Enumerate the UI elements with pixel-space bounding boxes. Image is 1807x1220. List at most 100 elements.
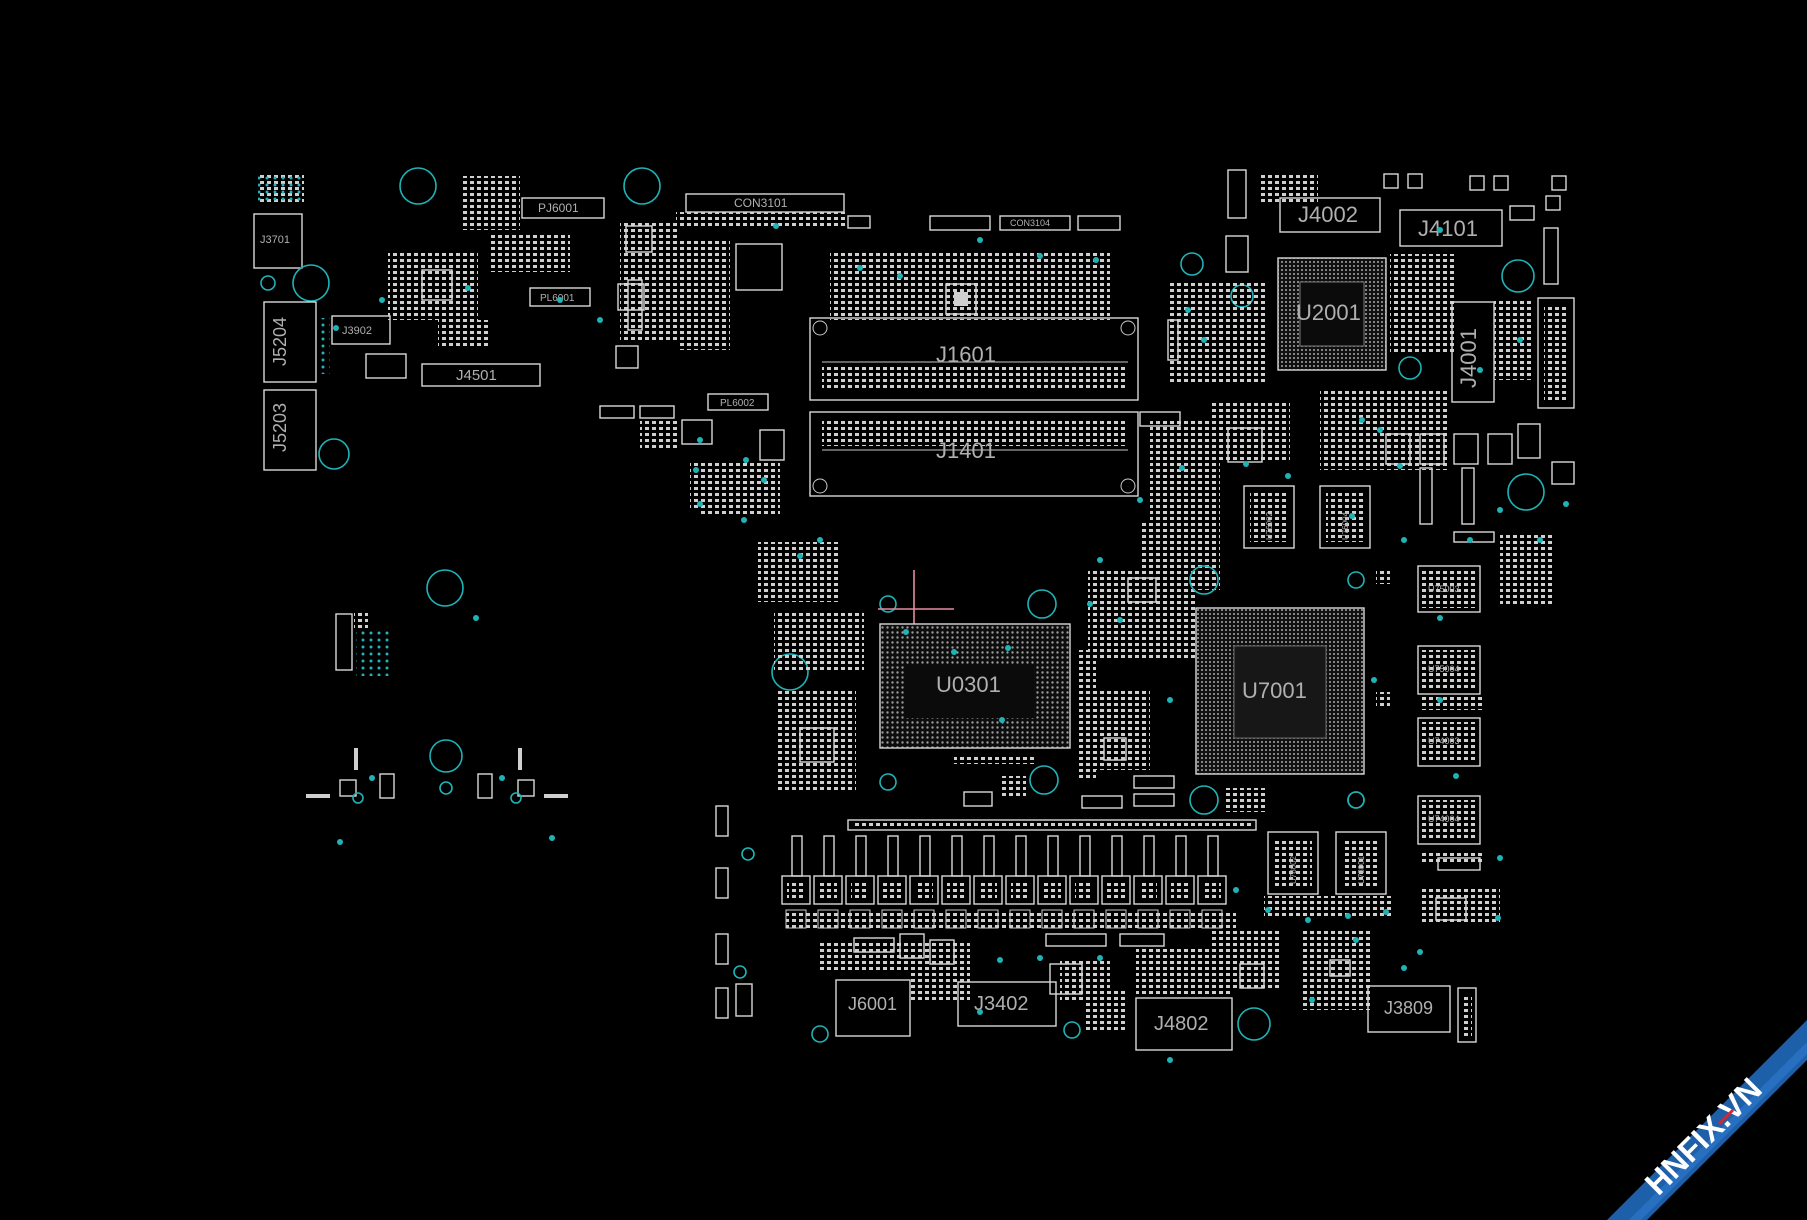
vrm-inductor[interactable] bbox=[781, 875, 811, 905]
via-dot bbox=[1401, 537, 1407, 543]
via-dot bbox=[1495, 915, 1501, 921]
via-dot bbox=[1377, 427, 1383, 433]
via-dot bbox=[1417, 949, 1423, 955]
inductor-PL6001[interactable] bbox=[529, 287, 591, 307]
vrm-inductor[interactable] bbox=[877, 875, 907, 905]
chip-U75004[interactable] bbox=[1417, 645, 1481, 695]
vrm-capacitor bbox=[1143, 835, 1155, 877]
via-dot bbox=[1563, 501, 1569, 507]
connector-J4802[interactable] bbox=[1135, 997, 1233, 1051]
chip-U76002[interactable] bbox=[1243, 485, 1295, 549]
connector-J3902[interactable] bbox=[331, 315, 391, 345]
vrm-capacitor bbox=[1111, 835, 1123, 877]
chip-U76004[interactable] bbox=[1319, 485, 1371, 549]
vrm-capacitor bbox=[1175, 835, 1187, 877]
via-dot bbox=[741, 517, 747, 523]
label-J3902: J3902 bbox=[342, 325, 372, 337]
via-dot bbox=[1371, 677, 1377, 683]
vrm-inductor[interactable] bbox=[973, 875, 1003, 905]
vrm-capacitor bbox=[951, 835, 963, 877]
inductor-PL6002[interactable] bbox=[707, 393, 769, 411]
vrm-inductor-pad bbox=[1139, 881, 1157, 899]
watermark-text: HNFIX.VN bbox=[1638, 1071, 1769, 1202]
slot-J1401[interactable] bbox=[809, 411, 1139, 497]
connector-J4501[interactable] bbox=[421, 363, 541, 387]
label-U74004: U74004 bbox=[1428, 814, 1460, 824]
bottom-region: U78002 U78001 J6001 J3402 J4802 bbox=[715, 791, 1477, 1051]
via-dot bbox=[951, 649, 957, 655]
via-dot bbox=[1243, 461, 1249, 467]
vrm-inductor-pad bbox=[1043, 881, 1061, 899]
via-dot bbox=[333, 325, 339, 331]
connector-J5204[interactable] bbox=[263, 301, 317, 383]
via-dot bbox=[773, 223, 779, 229]
via-dot bbox=[1265, 907, 1271, 913]
vrm-inductor[interactable] bbox=[1005, 875, 1035, 905]
vrm-inductor-pad bbox=[1203, 881, 1221, 899]
connector-J4101[interactable] bbox=[1399, 209, 1503, 247]
via-dot bbox=[897, 273, 903, 279]
via-dot bbox=[379, 297, 385, 303]
via-dot bbox=[1233, 887, 1239, 893]
vrm-inductor[interactable] bbox=[813, 875, 843, 905]
via-dot bbox=[903, 629, 909, 635]
vrm-inductor[interactable] bbox=[1069, 875, 1099, 905]
chip-U78001[interactable] bbox=[1335, 831, 1387, 895]
label-U7001: U7001 bbox=[1242, 678, 1307, 703]
slot-J1601[interactable] bbox=[809, 317, 1139, 401]
via-dot bbox=[1037, 955, 1043, 961]
vrm-inductor[interactable] bbox=[941, 875, 971, 905]
label-J1601: J1601 bbox=[936, 342, 996, 367]
connector-J3701[interactable] bbox=[253, 213, 303, 269]
connector-J6001[interactable] bbox=[835, 979, 911, 1037]
label-CON3101: CON3101 bbox=[734, 196, 788, 210]
chip-U74004[interactable] bbox=[1417, 795, 1481, 845]
via-dot bbox=[697, 437, 703, 443]
vrm-inductor-pad bbox=[787, 881, 805, 899]
vrm-inductor-pad bbox=[947, 881, 965, 899]
connector-J3809[interactable] bbox=[1367, 985, 1451, 1033]
vrm-inductor[interactable] bbox=[1197, 875, 1227, 905]
via-dot bbox=[761, 477, 767, 483]
label-U75004: U75004 bbox=[1428, 664, 1460, 674]
via-dot bbox=[1201, 337, 1207, 343]
vrm-inductor-pad bbox=[851, 881, 869, 899]
label-U0301: U0301 bbox=[936, 672, 1001, 697]
vrm-inductor[interactable] bbox=[909, 875, 939, 905]
chip-U2001[interactable] bbox=[1277, 257, 1387, 371]
via-dot bbox=[1285, 473, 1291, 479]
via-dot bbox=[1437, 227, 1443, 233]
vrm-inductor-pad bbox=[883, 881, 901, 899]
label-J3402: J3402 bbox=[974, 993, 1029, 1015]
watermark-band bbox=[1607, 1020, 1807, 1220]
connector-J4002[interactable] bbox=[1279, 197, 1381, 233]
vrm-inductor[interactable] bbox=[1133, 875, 1163, 905]
connector-CON3104[interactable] bbox=[999, 215, 1071, 231]
via-dot bbox=[1517, 337, 1523, 343]
via-dot bbox=[1005, 645, 1011, 651]
chip-U75003[interactable] bbox=[1417, 565, 1481, 613]
via-dot bbox=[1437, 697, 1443, 703]
connector-PJ6001[interactable] bbox=[521, 197, 605, 219]
connector-J5203[interactable] bbox=[263, 389, 317, 471]
vrm-inductor[interactable] bbox=[1101, 875, 1131, 905]
via-dot bbox=[1359, 417, 1365, 423]
via-dot bbox=[1179, 465, 1185, 471]
chip-U74003[interactable] bbox=[1417, 717, 1481, 767]
vrm-capacitor bbox=[887, 835, 899, 877]
vrm-inductor-pad bbox=[1171, 881, 1189, 899]
vrm-inductor[interactable] bbox=[1165, 875, 1195, 905]
label-J4501: J4501 bbox=[456, 367, 497, 384]
left-region: J3701 J5204 J5203 J3902 PJ6001 PL6001 J4… bbox=[253, 167, 605, 845]
via-dot bbox=[1093, 257, 1099, 263]
label-J5203: J5203 bbox=[270, 403, 290, 452]
via-dot bbox=[1117, 617, 1123, 623]
via-dot bbox=[1167, 1057, 1173, 1063]
vrm-inductor[interactable] bbox=[1037, 875, 1067, 905]
connector-J3402[interactable] bbox=[957, 981, 1057, 1027]
processor-region: U0301 U7001 U75003 U75004 U bbox=[758, 520, 1554, 924]
label-J3809: J3809 bbox=[1384, 998, 1433, 1018]
chip-U78002[interactable] bbox=[1267, 831, 1319, 895]
vrm-inductor[interactable] bbox=[845, 875, 875, 905]
